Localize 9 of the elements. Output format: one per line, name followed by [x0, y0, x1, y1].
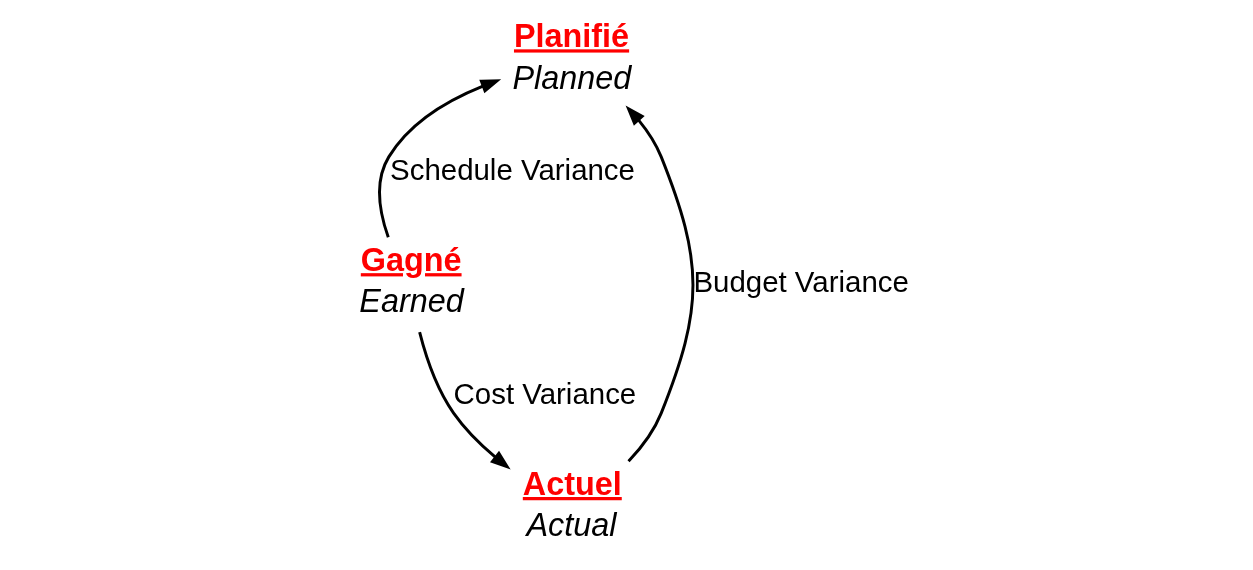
edge-label: Budget Variance — [692, 265, 909, 299]
edge-label: Cost Variance — [453, 377, 636, 411]
node-text: Gagné Earned — [358, 242, 464, 320]
edge-label: Schedule Variance — [389, 153, 635, 187]
node-text: Planifié Planned — [512, 18, 631, 96]
arrow — [625, 105, 694, 463]
arrow — [417, 331, 511, 470]
node-text: Actuel Actual — [522, 465, 622, 544]
arrow — [377, 79, 501, 238]
